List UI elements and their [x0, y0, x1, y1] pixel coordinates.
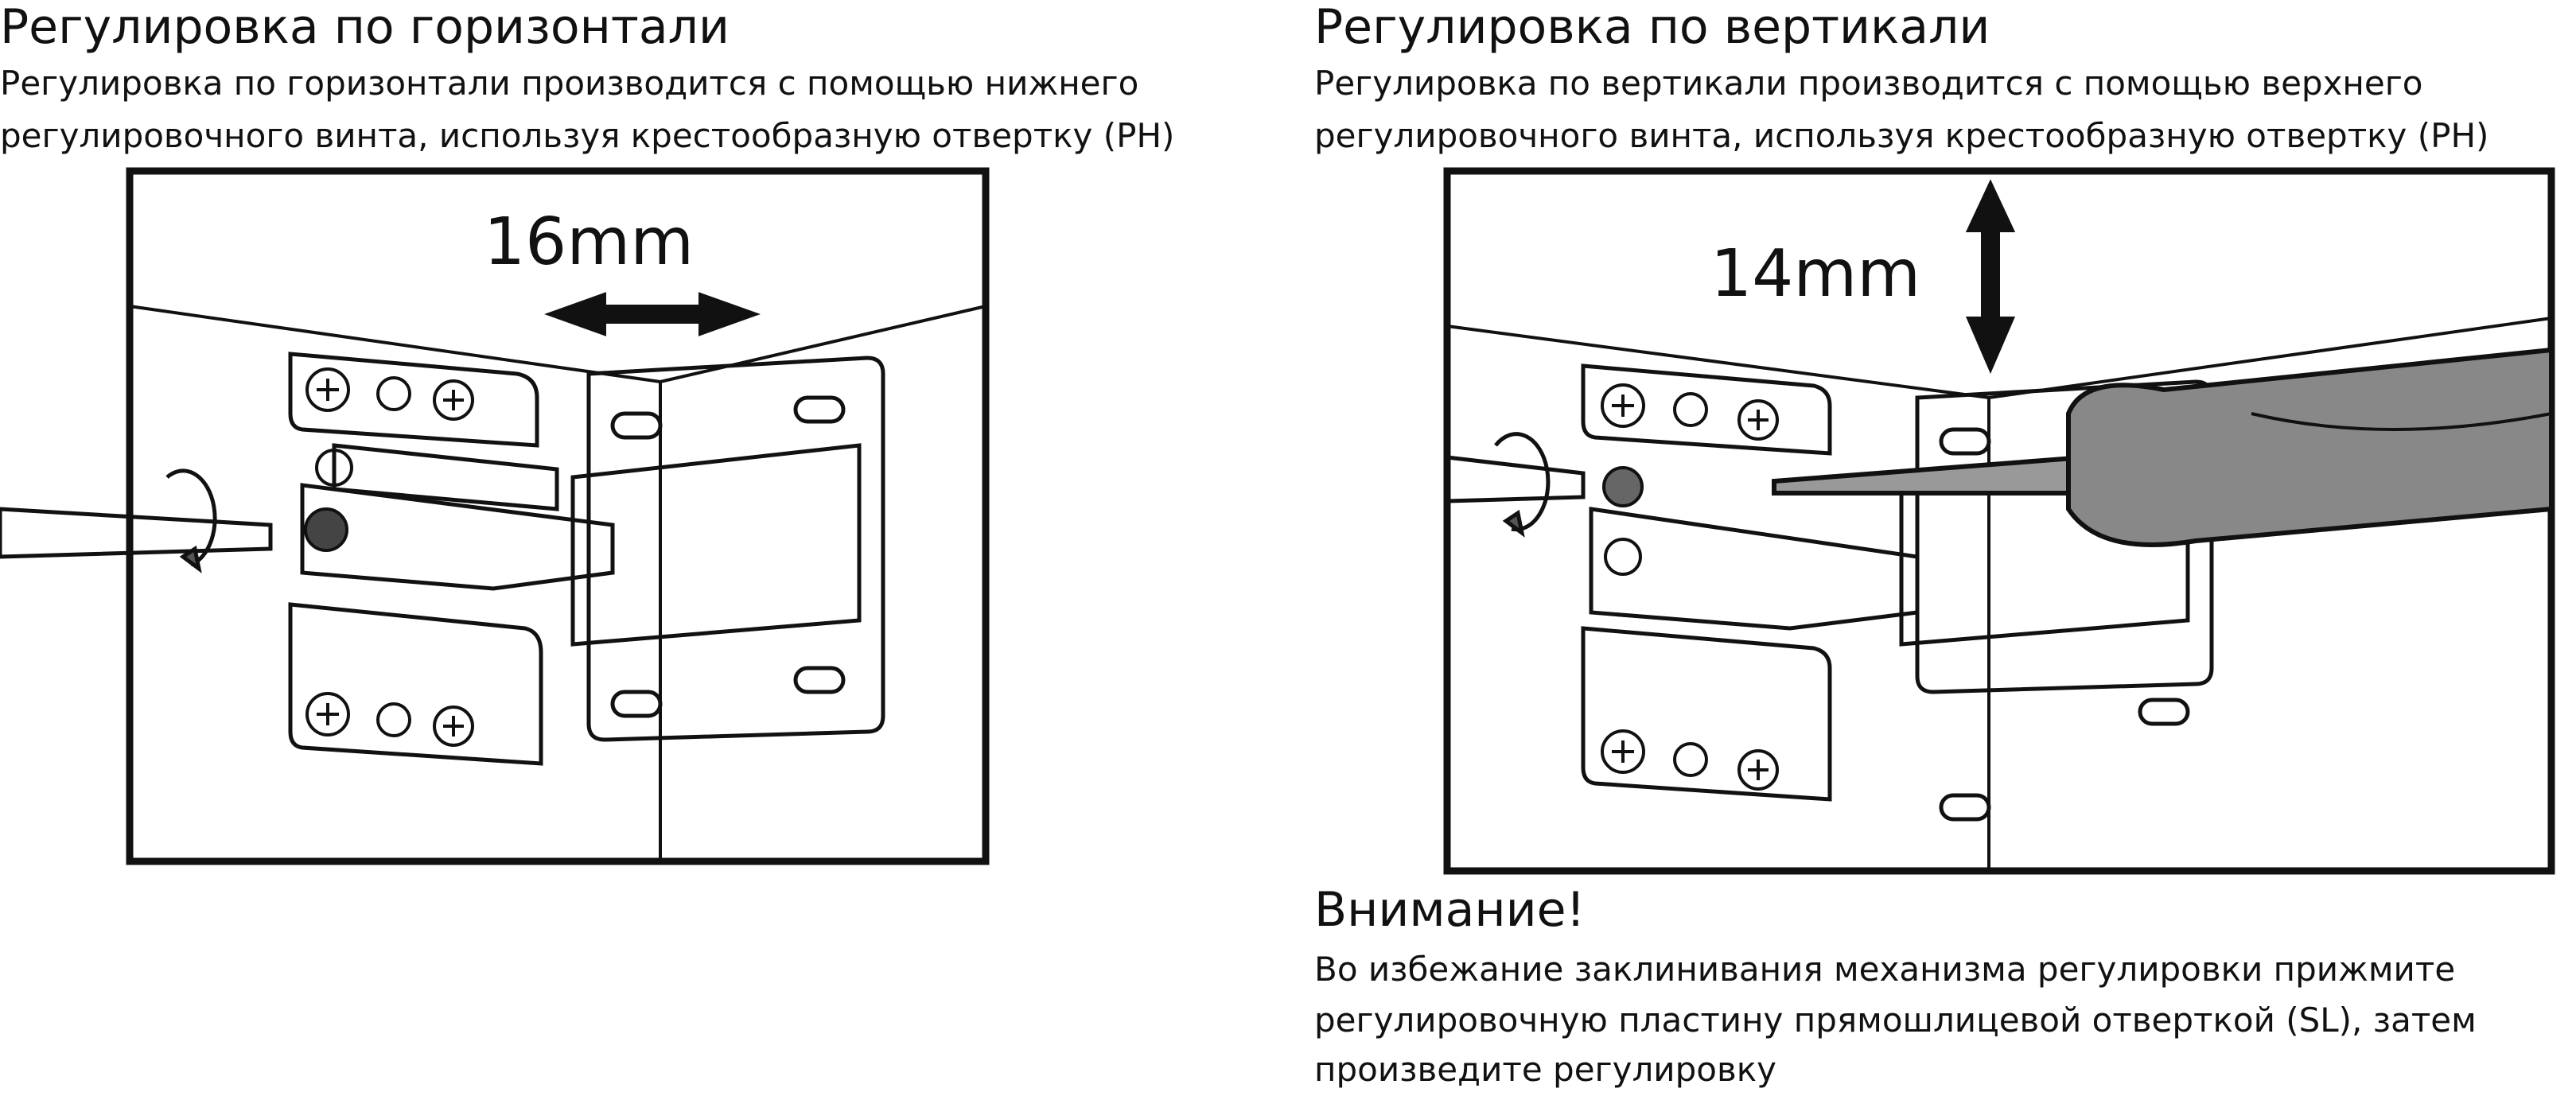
warning-line2: регулировочную пластину прямошлицевой от… [1314, 1001, 2477, 1040]
left-title: Регулировка по горизонтали [0, 0, 730, 55]
right-desc-line2: регулировочного винта, используя крестоо… [1314, 116, 2489, 155]
warning-line3: произведите регулировку [1314, 1050, 1776, 1089]
horizontal-arrow-icon [544, 292, 761, 336]
vertical-range-label: 14mm [1710, 236, 1921, 312]
screwdriver-icon [1445, 432, 1586, 538]
phillips-screwdriver-icon [1772, 347, 2554, 547]
horizontal-range-label: 16mm [484, 204, 695, 280]
warning-title: Внимание! [1314, 882, 1586, 938]
left-desc-line2: регулировочного винта, используя крестоо… [0, 116, 1175, 155]
left-desc-line1: Регулировка по горизонтали производится … [0, 64, 1139, 103]
right-desc-line1: Регулировка по вертикали производится с … [1314, 64, 2423, 103]
vertical-arrow-icon [1965, 179, 2016, 375]
hinge-arm [1581, 363, 1920, 802]
screwdriver-icon [0, 468, 273, 573]
right-title: Регулировка по вертикали [1314, 0, 1990, 55]
screw-icons [1601, 383, 1779, 791]
warning-line1: Во избежание заклинивания механизма регу… [1314, 950, 2456, 989]
horizontal-adjustment-illustration [0, 167, 990, 865]
screw-icons [304, 367, 474, 747]
mounting-plate [570, 356, 885, 742]
vertical-adjustment-illustration [1443, 167, 2555, 875]
hinge-arm [288, 352, 615, 766]
